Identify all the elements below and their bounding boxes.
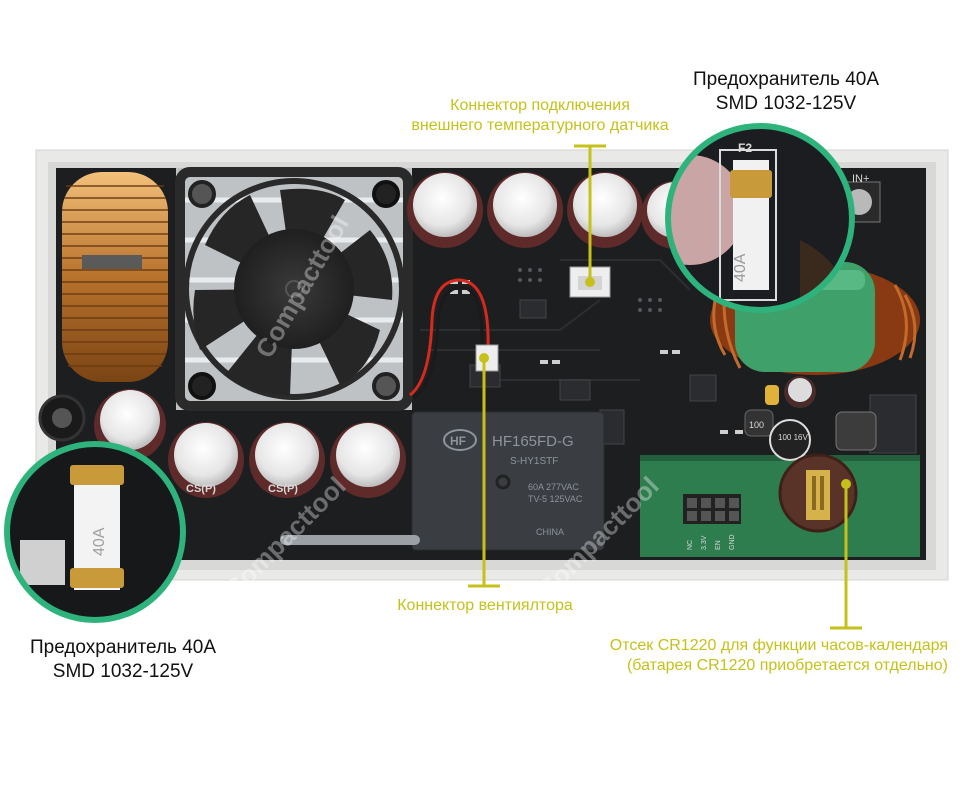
relay-origin: CHINA [536,527,564,537]
fuse-magnifier-top: 40A F2 [665,123,855,313]
fuse-bottom-marking: 40A [91,527,108,556]
fuse-top-marking: 40A [732,253,749,282]
callout-fan-connector: Коннектор вентиялтора [380,596,590,616]
cooling-fan [175,167,413,411]
callout-temp-sensor: Коннектор подключения внешнего температу… [380,96,700,136]
relay-rating-1: 60A 277VAC [528,482,579,492]
pin-header: NC 3.3V EN GND [683,494,741,550]
fuse-magnifier-bottom: 40A [4,441,186,623]
small-inductor [38,394,86,442]
svg-text:HF: HF [450,434,466,448]
output-components: 100 100 16V [744,376,877,461]
cap-label-1: CS(P) [186,483,216,495]
callout-fuse-bottom-line2: SMD 1032-125V [52,660,194,682]
fuse-ref: F2 [738,141,752,155]
callout-fuse-bottom-line1: Предохранитель 40А [29,637,217,658]
header-pin-2: EN [715,540,722,550]
callout-rtc-battery-line1: Отсек CR1220 для функции часов-календаря [609,637,948,654]
header-pin-0: NC [687,540,694,550]
callout-fan-connector-line1: Коннектор вентиялтора [397,597,573,614]
callout-rtc-battery: Отсек CR1220 для функции часов-календаря… [540,636,948,676]
leader-dot-temp [585,277,595,287]
callout-fuse-bottom: Предохранитель 40А SMD 1032-125V [10,636,236,684]
fan-wires [409,278,490,400]
bus-bar [280,535,420,545]
cap-small-label: 100 16V [778,433,808,442]
leader-dot-fan [479,353,489,363]
leader-lines [468,144,862,630]
bottom-capacitors: CS(P) CS(P) [94,389,406,498]
callout-fuse-top: Предохранитель 40А SMD 1032-125V [686,68,886,116]
callout-temp-sensor-line2: внешнего температурного датчика [411,117,669,134]
toroid-inductor-left [62,172,168,382]
callout-fuse-top-line1: Предохранитель 40А [692,69,880,90]
relay-sub: S-HY1STF [510,456,558,467]
header-pin-1: 3.3V [701,535,708,550]
header-pin-3: GND [729,534,736,550]
relay-rating-2: TV-5 125VAC [528,494,583,504]
callout-rtc-battery-line2: (батарея CR1220 приобретается отдельно) [626,657,948,674]
callout-temp-sensor-line1: Коннектор подключения [450,97,630,114]
relay: HF HF165FD-G S-HY1STF 60A 277VAC TV-5 12… [411,411,605,551]
pcb-green-area [640,455,920,557]
leader-dot-rtc [841,479,851,489]
relay-model: HF165FD-G [492,433,574,450]
callout-fuse-top-line2: SMD 1032-125V [715,92,857,114]
inductor-small-label: 100 [749,420,764,430]
cap-label-2: CS(P) [268,483,298,495]
terminal-label: IN+ [852,173,869,185]
rtc-battery-holder [778,453,858,533]
